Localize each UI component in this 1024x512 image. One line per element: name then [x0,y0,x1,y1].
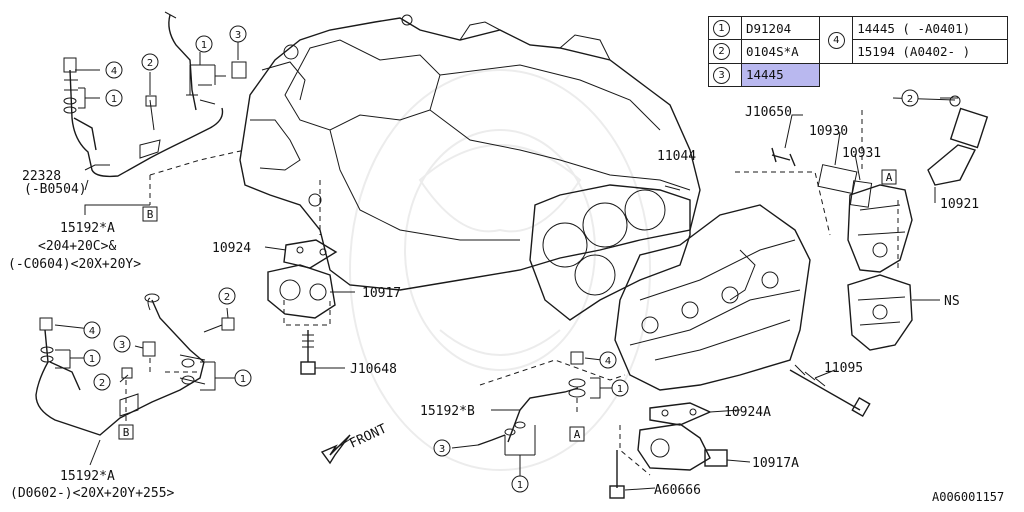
leader-lines [54,42,956,491]
callout-markers: 4 1 2 1 3 2 2 4 3 1 2 1 4 1 3 1 [83,25,919,493]
label-15192a-bottom-range: (D0602-)<20X+20Y+255> [10,486,175,501]
callout-1-top-b: 1 [195,35,213,53]
label-15192a-top-range2: (-C0604)<20X+20Y> [8,257,141,272]
oil-pipe-assembly-bottom [35,293,235,436]
legend-code-3-highlighted[interactable]: 14445 [740,62,821,88]
legend-group-cell: 4 [819,16,854,64]
svg-text:2: 2 [907,94,913,105]
legend-group-num: 4 [827,31,845,49]
legend-group-item-1: 14445 ( -A0401) [852,15,1008,41]
svg-text:A: A [886,171,893,184]
label-j10648: J10648 [350,362,397,377]
legend-code-2: 0104S*A [740,39,821,64]
legend-row-3: 3 [708,62,742,88]
svg-text:1: 1 [517,480,523,491]
front-label: FRONT [347,421,389,451]
engine-block-drawing [239,14,701,291]
label-15192b: 15192*B [420,404,475,419]
cam-carrier-drawing [817,110,913,351]
legend-row-2: 2 [708,39,742,64]
callout-4-bot-left: 4 [83,321,101,339]
oil-pipe-assembly-top [63,11,321,235]
head-gasket-11044 [529,184,691,321]
label-22328: 22328 [22,169,61,184]
label-10917: 10917 [362,286,401,301]
label-22328-range: (-B0504) [24,182,87,197]
diagram-id: A006001157 [932,490,1004,504]
callout-2-right: 2 [901,89,919,107]
watermark-emblem [349,69,651,471]
svg-text:4: 4 [605,356,611,367]
label-10924a: 10924A [724,405,771,420]
label-10917a: 10917A [752,456,799,471]
callout-2-top: 2 [141,53,159,71]
label-j10650: J10650 [745,105,792,120]
cylinder-head-drawing [614,171,831,391]
legend-num-2: 2 [713,43,730,61]
ref-box-b-top: B [142,206,158,222]
bolt-11095 [789,364,871,418]
legend-table: 1 D91204 4 14445 ( -A0401) 2 0104S*A 151… [708,15,1008,88]
svg-text:3: 3 [235,30,241,41]
svg-text:4: 4 [111,66,117,77]
legend-num-3: 3 [713,66,730,84]
svg-text:B: B [123,426,130,439]
ref-box-a-center: A [569,426,585,442]
callout-3-center: 3 [433,439,451,457]
svg-text:1: 1 [240,374,246,385]
label-10931: 10931 [842,146,881,161]
reference-boxes: B B A A [118,169,897,442]
callout-1-bot-left-b: 1 [234,369,252,387]
label-10924: 10924 [212,241,251,256]
callout-4-top: 4 [105,61,123,79]
label-11095: 11095 [824,361,863,376]
svg-text:3: 3 [439,444,445,455]
legend-code-1: D91204 [740,15,821,41]
svg-text:1: 1 [201,40,207,51]
svg-text:1: 1 [89,354,95,365]
oil-pipe-15192b [477,351,626,446]
callout-1-top: 1 [105,89,123,107]
label-15192a-bottom: 15192*A [60,469,115,484]
label-ns: NS [944,294,960,309]
svg-text:1: 1 [111,94,117,105]
legend-group-item-2: 15194 (A0402- ) [852,39,1008,64]
legend-empty [820,63,1008,86]
callout-1-center-b: 1 [511,475,529,493]
label-a60666: A60666 [654,483,701,498]
svg-text:3: 3 [119,340,125,351]
callout-4-center: 4 [599,351,617,369]
svg-text:2: 2 [99,378,105,389]
ref-box-a-right: A [881,169,897,185]
label-15192a-top-range1: <204+20C>& [38,239,116,254]
callout-2-bot-left: 2 [93,373,111,391]
label-10921: 10921 [940,197,979,212]
svg-text:A: A [574,428,581,441]
label-10930: 10930 [809,124,848,139]
callout-2-bot-left-top: 2 [218,287,236,305]
label-11044: 11044 [657,149,696,164]
front-arrow-icon [320,434,353,465]
svg-text:2: 2 [224,292,230,303]
solenoid-10917-left [267,239,338,375]
label-15192a-top: 15192*A [60,221,115,236]
legend-num-1: 1 [713,20,730,38]
oil-control-valve-10921 [927,95,989,186]
svg-text:4: 4 [89,326,95,337]
bolt-j10650 [771,147,796,167]
ref-box-b-bottom: B [118,424,134,440]
solenoid-10917a [609,402,728,499]
callout-3-bot-left: 3 [113,335,131,353]
callout-1-center: 1 [611,379,629,397]
svg-text:2: 2 [147,58,153,69]
legend-row-1: 1 [708,15,742,41]
part-labels: 22328 (-B0504) 15192*A <204+20C>& (-C060… [8,105,1004,504]
callout-3-top: 3 [229,25,247,43]
svg-text:1: 1 [617,384,623,395]
svg-text:B: B [147,208,154,221]
callout-1-bot-left: 1 [83,349,101,367]
